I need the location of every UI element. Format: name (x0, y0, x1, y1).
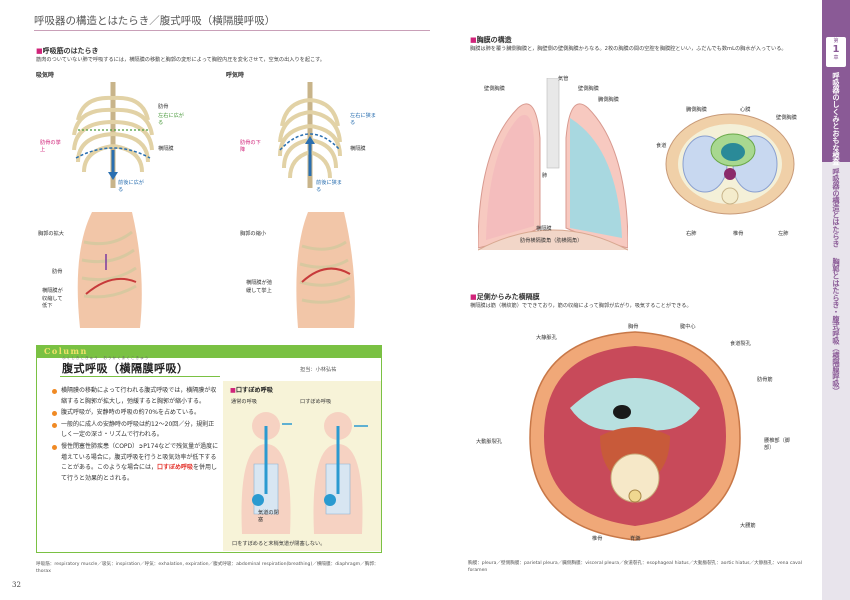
pursed-lip-figure (241, 412, 368, 534)
section-heading-respiratory-muscles: ■呼吸筋のはたらき (36, 47, 99, 55)
column-title-underline (60, 376, 220, 377)
label-spread-left-right: 左右に広がる (158, 113, 184, 126)
label-parietal-pleura: 壁側胸膜 (484, 86, 505, 92)
label-ivc-foramen: 大静脈孔 (536, 335, 557, 341)
label-chest-expand: 胸郭の拡大 (38, 231, 64, 237)
label-costodiaphragmatic: 肋骨横隔膜角（肋横隔角） (520, 238, 583, 244)
column-tab: Column (36, 345, 382, 358)
title-divider (34, 30, 430, 31)
inspiration-label: 吸気時 (36, 72, 55, 79)
diaphragm-inferior-view-figure (529, 331, 741, 541)
list-item: 横隔膜の移動によって行われる腹式呼吸では，横隔膜が収縮すると胸郭が拡大し，弛緩す… (52, 386, 220, 407)
side-body-inspiration-figure (77, 212, 142, 328)
right-footnote: 胸膜：pleura／壁側胸膜：parietal pleura／臓側胸膜：visc… (468, 561, 802, 573)
label-vertebra-2: 椎骨 (592, 536, 603, 542)
label-airway-closure: 気道の閉塞 (258, 510, 279, 523)
label-costal-part: 肋骨筋 (757, 377, 773, 383)
label-right-lung: 右肺 (686, 231, 697, 237)
lung-pleura-figure (478, 78, 628, 251)
label-sternum: 胸骨 (628, 324, 639, 330)
label-spread-front-back: 前後に広がる (118, 180, 144, 193)
label-central-tendon: 腱中心 (680, 324, 696, 330)
pursed-lip-heading: ■口すぼめ呼吸 (230, 387, 273, 394)
label-vertebra: 椎骨 (733, 231, 744, 237)
column-title-ruby: ふくしきこきゅう おうかくまくこきゅう (62, 356, 150, 360)
pursed-lip-caption: 口をすぼめると末梢気道が閉塞しない。 (232, 541, 326, 547)
label-narrow-left-right: 左右に狭まる (350, 113, 376, 126)
label-pursed-breath: 口すぼめ呼吸 (300, 399, 332, 405)
label-aortic-hiatus: 大動脈裂孔 (476, 439, 502, 445)
list-item: 一般的に成人の安静時の呼吸は約12～20回／分，規則正しく一定の深さ・リズムで行… (52, 420, 220, 441)
label-psoas: 大腰筋 (740, 523, 756, 529)
chapter-tab-active[interactable] (822, 0, 850, 162)
label-rib-raise: 肋骨の挙上 (40, 140, 61, 153)
chapter-number-badge: 第 1 章 (826, 37, 846, 67)
page-ref-link[interactable]: P174 (143, 442, 159, 450)
section-heading-pleura: ■胸膜の構造 (470, 36, 512, 44)
label-visceral-pleura-cs: 臓側胸膜 (686, 107, 707, 113)
page-ref-icon: ➲ (138, 442, 144, 450)
ribcage-expiration-figure (278, 82, 342, 188)
label-visceral-pleura: 臓側胸膜 (598, 97, 619, 103)
label-parietal-pleura-cs: 壁側胸膜 (776, 115, 797, 121)
label-normal-breath: 通常の呼吸 (231, 399, 257, 405)
label-chest-shrink: 胸郭の縮小 (240, 231, 266, 237)
list-item: 腹式呼吸が，安静時の呼吸の約70%を占めている。 (52, 408, 220, 419)
column-bullet-list: 横隔膜の移動によって行われる腹式呼吸では，横隔膜が収縮すると胸郭が拡大し，弛緩す… (52, 386, 220, 485)
side-tab-item[interactable]: 胸郭とはたらき・腹式呼吸（横隔膜呼吸） (832, 258, 841, 395)
page-title: 呼吸器の構造とはたらき／腹式呼吸（横隔膜呼吸） (34, 15, 276, 27)
section-heading-diaphragm: ■足側からみた横隔膜 (470, 293, 540, 301)
label-trachea: 気管 (558, 76, 569, 82)
label-narrow-front-back: 前後に狭まる (316, 180, 342, 193)
left-footnote: 呼吸筋：respiratory muscle／吸気：inspiration／呼気… (36, 562, 379, 574)
label-rib-lower: 肋骨の下降 (240, 140, 261, 153)
ribcage-inspiration-figure (72, 82, 154, 188)
page-number-left: 32 (12, 581, 21, 589)
side-tab-chapter-title[interactable]: 呼吸器のしくみとおもな検査 (832, 72, 841, 166)
diaphragm-body: 横隔膜は筋（横紋筋）でできており，筋の収縮によって胸郭が広がり，吸気することがで… (470, 303, 692, 309)
pleura-body: 胸膜は肺を覆う臓側胸膜と，胸壁側の壁側胸膜からなる。2枚の胸膜の間の空腔を胸膜腔… (470, 46, 787, 52)
label-lumbar-part: 腰椎部（脚部） (764, 438, 790, 451)
expiration-label: 呼気時 (226, 72, 245, 79)
thorax-cross-section-figure (665, 113, 795, 215)
label-left-lung: 左肺 (778, 231, 789, 237)
side-body-expiration-figure (296, 212, 355, 328)
side-tab-item[interactable]: 呼吸器の構造とはたらき (832, 168, 841, 248)
column-author: 担当：小林弘祐 (300, 367, 337, 373)
label-parietal-pleura-2: 壁側胸膜 (578, 86, 599, 92)
label-diaphragm: 横隔膜 (158, 146, 174, 152)
label-diaphragm-contract: 横隔膜が収縮して低下 (42, 288, 63, 309)
label-esophagus: 食道 (656, 143, 667, 149)
label-rib-2: 肋骨 (52, 269, 63, 275)
label-rib: 肋骨 (158, 104, 169, 110)
label-diaphragm-relax: 横隔膜が弛緩して挙上 (246, 280, 272, 294)
label-pericardium: 心膜 (740, 107, 751, 113)
label-diaphragm-exp: 横隔膜 (350, 146, 366, 152)
column-title: 腹式呼吸（横隔膜呼吸） (62, 362, 189, 375)
list-item: 慢性閉塞性肺疾患（COPD）➲P174などで残気量が過度に増えている場合に，腹式… (52, 442, 220, 484)
label-diaphragm-r: 横隔膜 (536, 226, 552, 232)
section-body: 筋肉のついていない肺で呼吸するには，横隔膜の移動と胸郭の変形によって胸腔内圧を変… (36, 57, 325, 63)
label-esophageal-hiatus: 食道裂孔 (730, 341, 751, 347)
label-spinal-cord: 脊髄 (630, 536, 641, 542)
label-lung: 肺 (542, 173, 548, 179)
